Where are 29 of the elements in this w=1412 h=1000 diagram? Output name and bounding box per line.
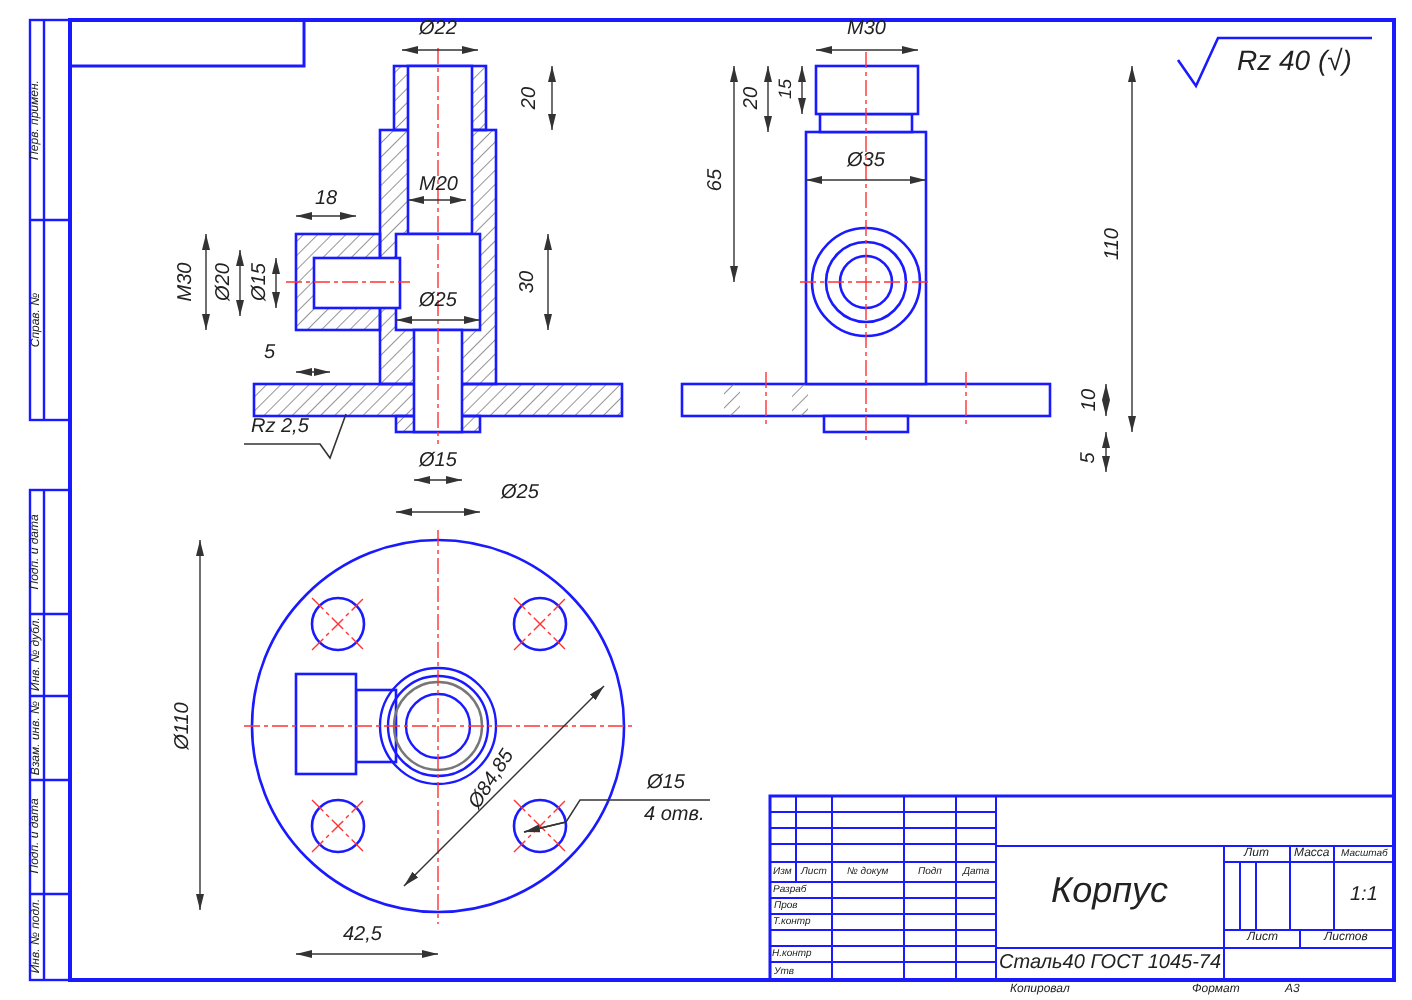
dimension-text: 20: [520, 86, 541, 110]
dimension-text: Ø25: [501, 484, 539, 504]
dimension-text: Ø110: [173, 702, 194, 750]
scale-value: 1:1: [1350, 886, 1378, 906]
dimension-text: 15: [777, 78, 795, 98]
dimension-text: 18: [315, 190, 338, 210]
dimension-text: 30: [518, 270, 539, 294]
dimension-text: Ø15: [419, 452, 457, 472]
material-text: Сталь40 ГОСТ 1045-74: [999, 954, 1222, 974]
dimension-text: M30: [176, 262, 197, 302]
dimension-text: Ø15: [647, 774, 685, 794]
roughness-text: Rz 2,5: [251, 418, 309, 438]
dimension-text: M30: [847, 20, 886, 40]
dimension-text: Ø35: [847, 152, 885, 172]
dimension-text: 5: [264, 344, 276, 364]
dimension-text: Ø25: [419, 292, 457, 312]
dimension-text: 42,5: [343, 926, 382, 946]
dimension-text: 4 отв.: [644, 806, 705, 826]
dimension-text: 10: [1080, 388, 1101, 412]
dimension-text: 110: [1103, 228, 1124, 260]
part-name: Корпус: [1051, 872, 1169, 908]
roughness-text: Rz 40 (√): [1237, 46, 1352, 74]
dimension-text: Ø22: [419, 20, 457, 40]
dimension-text: Ø15: [249, 263, 270, 301]
dimension-text: 20: [742, 86, 763, 110]
dimension-text: 5: [1079, 452, 1100, 464]
dimension-text: M20: [419, 176, 458, 196]
dimension-text: 65: [706, 168, 727, 192]
dimension-text: Ø20: [213, 263, 234, 301]
